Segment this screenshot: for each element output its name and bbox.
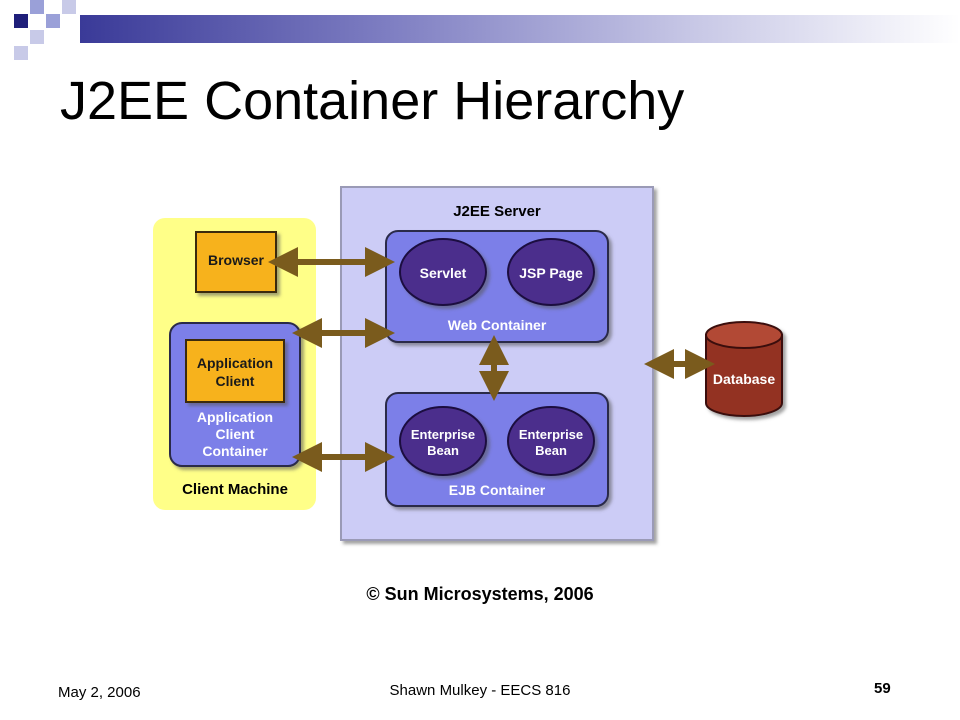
header-gradient-bar (80, 15, 960, 43)
app-container-label-line1: Application (197, 409, 273, 425)
app-container-label-line3: Container (202, 443, 268, 459)
app-client-box (185, 339, 285, 403)
app-container-label-line2: Client (216, 426, 255, 442)
copyright-caption: © Sun Microsystems, 2006 (366, 584, 594, 604)
footer-author-course: Shawn Mulkey - EECS 816 (389, 682, 571, 699)
decor-square-3 (46, 14, 60, 28)
decor-square-1 (14, 14, 28, 28)
enterprise-bean-1-line2: Bean (427, 443, 459, 458)
database-label: Database (713, 371, 775, 387)
decor-square-5 (62, 0, 76, 14)
servlet-label: Servlet (420, 265, 467, 281)
enterprise-bean-2-line1: Enterprise (519, 427, 583, 442)
jsp-page-component (507, 238, 595, 306)
app-client-label-line1: Application (197, 355, 273, 371)
jsp-page-label: JSP Page (519, 265, 583, 281)
database-cylinder (705, 321, 783, 417)
browser-box (195, 231, 277, 293)
servlet-component (399, 238, 487, 306)
web-container-label: Web Container (448, 317, 547, 333)
slide-title: J2EE Container Hierarchy (60, 71, 685, 131)
page-number: 59 (874, 680, 891, 697)
ejb-container-label: EJB Container (449, 482, 546, 498)
enterprise-bean-2 (507, 406, 595, 476)
app-client-label-line2: Client (216, 373, 255, 389)
j2ee-server-label: J2EE Server (453, 203, 541, 220)
decor-square-2 (30, 0, 44, 14)
enterprise-bean-2-line2: Bean (535, 443, 567, 458)
enterprise-bean-1 (399, 406, 487, 476)
enterprise-bean-1-line1: Enterprise (411, 427, 475, 442)
decor-square-4 (30, 30, 44, 44)
footer-date: May 2, 2006 (58, 684, 141, 701)
browser-label: Browser (208, 252, 265, 268)
client-machine-label: Client Machine (182, 481, 288, 498)
decor-square-6 (14, 46, 28, 60)
